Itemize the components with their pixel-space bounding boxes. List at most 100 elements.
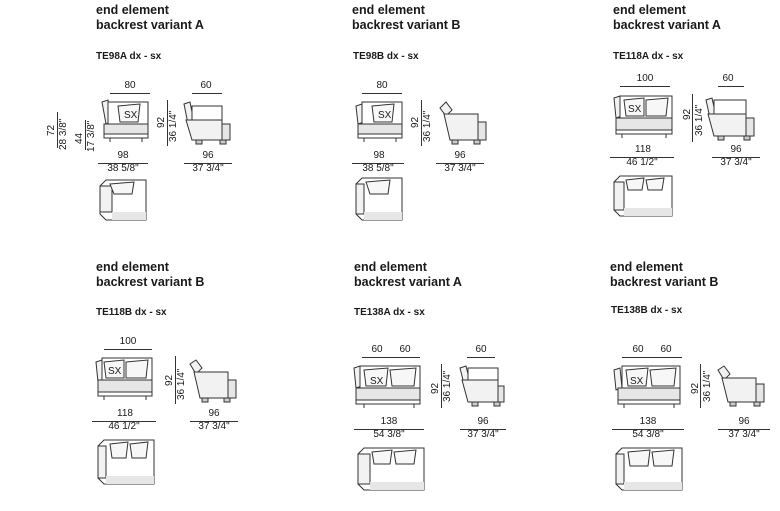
title-line-1: end element bbox=[354, 260, 427, 274]
width-cm: 98 bbox=[373, 150, 385, 161]
depth-cm: 96 bbox=[208, 408, 220, 419]
side-top-dim: 60 bbox=[200, 80, 212, 91]
dim-line bbox=[362, 357, 420, 358]
top-view-drawing bbox=[357, 447, 425, 491]
dim-line bbox=[362, 93, 402, 94]
dim-line bbox=[421, 100, 422, 146]
width-in: 54 3/8" bbox=[373, 429, 405, 440]
width-cm: 138 bbox=[639, 416, 657, 427]
dim-line bbox=[467, 357, 495, 358]
width-in: 38 5/8" bbox=[362, 163, 394, 174]
width-in: 46 1/2" bbox=[626, 157, 658, 168]
dim-line bbox=[167, 100, 168, 146]
module-title: end element backrest variant A bbox=[354, 260, 462, 290]
depth-cm: 96 bbox=[738, 416, 750, 427]
module-code: TE138B dx - sx bbox=[611, 305, 683, 316]
dim-line bbox=[57, 112, 58, 148]
title-line-2: backrest variant B bbox=[96, 275, 205, 289]
module-title: end element backrest variant B bbox=[610, 260, 718, 290]
width-cm: 118 bbox=[117, 408, 133, 419]
module-code: TE98A dx - sx bbox=[96, 51, 162, 62]
width-in: 54 3/8" bbox=[632, 429, 664, 440]
side-top-dim: 60 bbox=[722, 73, 734, 84]
dim-line bbox=[718, 429, 770, 430]
side-view-drawing bbox=[459, 365, 505, 407]
pillow-label: SX bbox=[108, 366, 122, 377]
module-title: end element backrest variant A bbox=[96, 3, 204, 33]
front-top-dim-2: 60 bbox=[660, 344, 672, 355]
front-top-dim: 100 bbox=[636, 73, 654, 84]
height-in: 36 1/4" bbox=[442, 370, 453, 402]
title-line-1: end element bbox=[96, 260, 169, 274]
height-44: 44 bbox=[74, 132, 85, 144]
height-cm: 92 bbox=[164, 374, 175, 386]
dim-line bbox=[622, 357, 682, 358]
front-top-dim-2: 60 bbox=[399, 344, 411, 355]
module-code: TE138A dx - sx bbox=[354, 307, 425, 318]
title-line-2: backrest variant B bbox=[352, 18, 461, 32]
title-line-2: backrest variant B bbox=[610, 275, 719, 289]
module-code: TE118B dx - sx bbox=[96, 307, 167, 318]
height-cm: 92 bbox=[410, 116, 421, 128]
height-in: 36 1/4" bbox=[422, 110, 433, 142]
dim-line bbox=[700, 364, 701, 408]
title-line-2: backrest variant A bbox=[613, 18, 721, 32]
pillow-label: SX bbox=[124, 110, 138, 121]
height-cm: 92 bbox=[156, 116, 167, 128]
front-view-drawing: SX bbox=[613, 365, 681, 408]
title-line-2: backrest variant A bbox=[96, 18, 204, 32]
module-te98a: end element backrest variant A TE98A dx … bbox=[0, 0, 260, 250]
height-cm: 92 bbox=[690, 382, 701, 394]
dim-line bbox=[354, 429, 424, 430]
title-line-1: end element bbox=[352, 3, 425, 17]
depth-in: 37 3/4" bbox=[728, 429, 760, 440]
module-title: end element backrest variant B bbox=[352, 3, 460, 33]
side-top-dim: 60 bbox=[475, 344, 487, 355]
title-line-1: end element bbox=[613, 3, 686, 17]
front-top-dim: 80 bbox=[376, 80, 388, 91]
height-in: 36 1/4" bbox=[694, 104, 705, 136]
front-view-drawing: SX bbox=[95, 357, 153, 400]
front-view-drawing: SX bbox=[101, 99, 149, 142]
module-title: end element backrest variant A bbox=[613, 3, 721, 33]
pillow-label: SX bbox=[370, 376, 384, 387]
dim-line bbox=[85, 120, 86, 150]
depth-cm: 96 bbox=[202, 150, 214, 161]
pillow-label: SX bbox=[630, 376, 644, 387]
depth-in: 37 3/4" bbox=[467, 429, 499, 440]
module-code: TE98B dx - sx bbox=[353, 51, 419, 62]
dim-line bbox=[712, 157, 760, 158]
width-in: 46 1/2" bbox=[108, 421, 140, 432]
dim-line bbox=[460, 429, 506, 430]
front-view-drawing: SX bbox=[353, 365, 421, 408]
dim-line bbox=[184, 163, 232, 164]
top-view-drawing bbox=[99, 179, 147, 221]
top-view-drawing bbox=[613, 175, 673, 217]
front-view-drawing: SX bbox=[613, 95, 673, 138]
side-view-drawing bbox=[189, 359, 237, 403]
title-line-1: end element bbox=[96, 3, 169, 17]
front-view-drawing: SX bbox=[355, 101, 403, 142]
depth-cm: 96 bbox=[454, 150, 466, 161]
dim-line bbox=[98, 163, 148, 164]
dim-line bbox=[110, 93, 150, 94]
depth-in: 37 3/4" bbox=[198, 421, 230, 432]
dim-line bbox=[436, 163, 484, 164]
width-cm: 118 bbox=[635, 144, 651, 155]
dim-line bbox=[352, 163, 404, 164]
side-view-drawing bbox=[705, 97, 755, 141]
dim-line bbox=[620, 86, 670, 87]
dim-line bbox=[610, 157, 674, 158]
pillow-label: SX bbox=[628, 104, 642, 115]
dim-line bbox=[441, 364, 442, 408]
module-title: end element backrest variant B bbox=[96, 260, 204, 290]
side-view-drawing bbox=[439, 101, 487, 145]
front-top-dim: 80 bbox=[124, 80, 136, 91]
height-72-in: 28 3/8" bbox=[58, 118, 69, 150]
side-view-drawing bbox=[717, 365, 765, 407]
pillow-label: SX bbox=[378, 110, 392, 121]
dim-line bbox=[175, 356, 176, 404]
module-code: TE118A dx - sx bbox=[613, 51, 684, 62]
width-cm: 138 bbox=[380, 416, 398, 427]
title-line-1: end element bbox=[610, 260, 683, 274]
